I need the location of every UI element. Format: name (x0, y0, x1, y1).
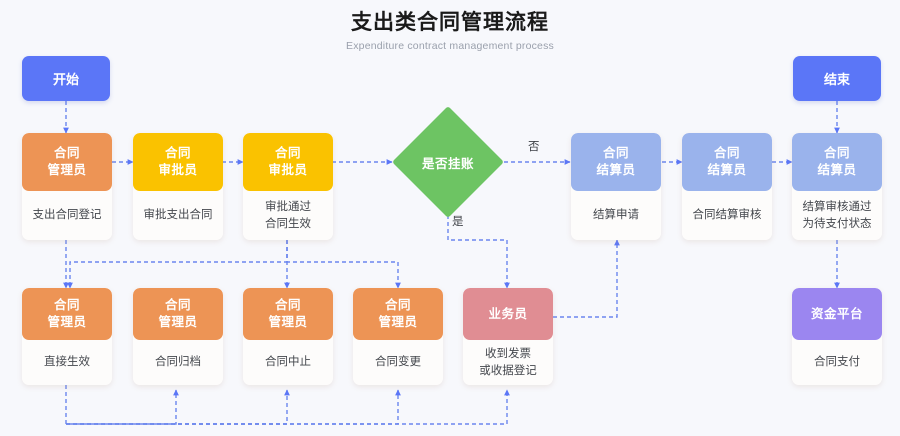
node-body: 合同归档 (133, 340, 223, 385)
node-contract-admin-suspend[interactable]: 合同 管理员 合同中止 (243, 288, 333, 385)
node-header: 合同 管理员 (22, 133, 112, 191)
node-body: 结算申请 (571, 191, 661, 240)
node-role-line-1: 合同 (274, 146, 301, 160)
node-role-line-2: 结算员 (707, 163, 747, 177)
node-header: 合同 结算员 (792, 133, 882, 191)
node-role-line-1: 合同 (713, 146, 740, 160)
node-role-line-2: 审批员 (158, 163, 198, 177)
node-body: 合同变更 (353, 340, 443, 385)
terminator-end[interactable]: 结束 (793, 56, 881, 101)
node-body: 合同结算审核 (682, 191, 772, 240)
node-settlement-clerk-pending[interactable]: 合同 结算员 结算审核通过 为待支付状态 (792, 133, 882, 240)
node-body: 直接生效 (22, 340, 112, 385)
decision-label: 是否挂账 (421, 156, 474, 171)
page-title: 支出类合同管理流程 (351, 11, 549, 34)
node-desc-line-1: 合同归档 (155, 356, 201, 368)
node-header: 合同 审批员 (243, 133, 333, 191)
wire-approver2-to-change (286, 240, 401, 289)
node-desc-line-2: 或收据登记 (479, 364, 537, 377)
node-desc-line-1: 结算申请 (593, 209, 639, 221)
node-role-line-2: 管理员 (158, 315, 198, 329)
terminator-start-label: 开始 (52, 72, 79, 87)
node-role-line-2: 管理员 (268, 315, 308, 329)
node-desc-line-1: 直接生效 (44, 356, 90, 368)
node-header: 合同 管理员 (353, 288, 443, 340)
node-header: 资金平台 (792, 288, 882, 340)
node-desc-line-1: 审批支出合同 (143, 209, 213, 221)
wire-return-bus-to-salesperson (66, 389, 510, 425)
node-body: 审批通过 合同生效 (243, 191, 333, 240)
node-desc-line-1: 合同结算审核 (692, 209, 762, 221)
edge-label-no: 否 (528, 141, 540, 153)
node-header: 合同 管理员 (133, 288, 223, 340)
node-body: 合同中止 (243, 340, 333, 385)
wire-return-bus-to-change (66, 389, 401, 425)
node-role-line-2: 管理员 (47, 163, 87, 177)
node-settlement-clerk-review[interactable]: 合同 结算员 合同结算审核 (682, 133, 772, 240)
node-role-line-2: 结算员 (817, 163, 857, 177)
node-body: 收到发票 或收据登记 (463, 340, 553, 385)
node-desc-line-1: 审批通过 (265, 200, 311, 213)
node-header: 合同 结算员 (571, 133, 661, 191)
node-desc-line-1: 合同支付 (814, 356, 860, 368)
page-subtitle: Expenditure contract management process (346, 40, 554, 52)
node-header: 合同 管理员 (22, 288, 112, 340)
node-role-line-2: 管理员 (47, 315, 87, 329)
node-contract-approver-2[interactable]: 合同 审批员 审批通过 合同生效 (243, 133, 333, 240)
node-role-line-1: 合同 (384, 298, 411, 312)
node-contract-admin-change[interactable]: 合同 管理员 合同变更 (353, 288, 443, 385)
node-role-line-2: 管理员 (378, 315, 418, 329)
terminator-start[interactable]: 开始 (22, 56, 110, 101)
node-desc-line-1: 合同中止 (265, 356, 311, 368)
node-contract-admin-register[interactable]: 合同 管理员 支出合同登记 (22, 133, 112, 240)
node-role-line-1: 合同 (53, 146, 80, 160)
node-salesperson-invoice[interactable]: 业务员 收到发票 或收据登记 (463, 288, 553, 385)
node-fund-platform-pay[interactable]: 资金平台 合同支付 (792, 288, 882, 385)
node-contract-approver-1[interactable]: 合同 审批员 审批支出合同 (133, 133, 223, 240)
node-role-line-2: 结算员 (596, 163, 636, 177)
node-body: 支出合同登记 (22, 191, 112, 240)
node-desc-line-1: 支出合同登记 (32, 209, 102, 221)
node-role-line-1: 资金平台 (810, 306, 863, 321)
node-contract-admin-archive[interactable]: 合同 管理员 合同归档 (133, 288, 223, 385)
node-body: 审批支出合同 (133, 191, 223, 240)
node-role-line-2: 审批员 (268, 163, 308, 177)
node-desc-line-1: 合同变更 (375, 356, 421, 368)
node-body: 结算审核通过 为待支付状态 (792, 191, 882, 240)
decision-is-on-account[interactable]: 是否挂账 (392, 106, 504, 218)
node-desc-line-2: 为待支付状态 (802, 217, 872, 230)
node-role-line-1: 合同 (823, 146, 850, 160)
node-role-line-1: 业务员 (488, 306, 528, 321)
node-settlement-clerk-apply[interactable]: 合同 结算员 结算申请 (571, 133, 661, 240)
node-role-line-1: 合同 (164, 298, 191, 312)
edge-label-yes: 是 (452, 216, 464, 228)
node-body: 合同支付 (792, 340, 882, 385)
node-role-line-1: 合同 (53, 298, 80, 312)
node-desc-line-1: 结算审核通过 (802, 200, 872, 213)
node-contract-admin-effective[interactable]: 合同 管理员 直接生效 (22, 288, 112, 385)
chart-title-block: 支出类合同管理流程 Expenditure contract managemen… (0, 8, 900, 54)
node-header: 业务员 (463, 288, 553, 340)
node-desc-line-1: 收到发票 (485, 347, 531, 360)
node-role-line-1: 合同 (602, 146, 629, 160)
terminator-end-label: 结束 (823, 72, 850, 87)
node-desc-line-2: 合同生效 (265, 217, 311, 230)
node-role-line-1: 合同 (164, 146, 191, 160)
wire-salesperson-to-apply (553, 239, 620, 318)
wire-approver2-to-archive (67, 240, 288, 289)
node-header: 合同 审批员 (133, 133, 223, 191)
node-header: 合同 结算员 (682, 133, 772, 191)
wire-return-bus-to-archive (65, 385, 179, 425)
node-header: 合同 管理员 (243, 288, 333, 340)
node-role-line-1: 合同 (274, 298, 301, 312)
